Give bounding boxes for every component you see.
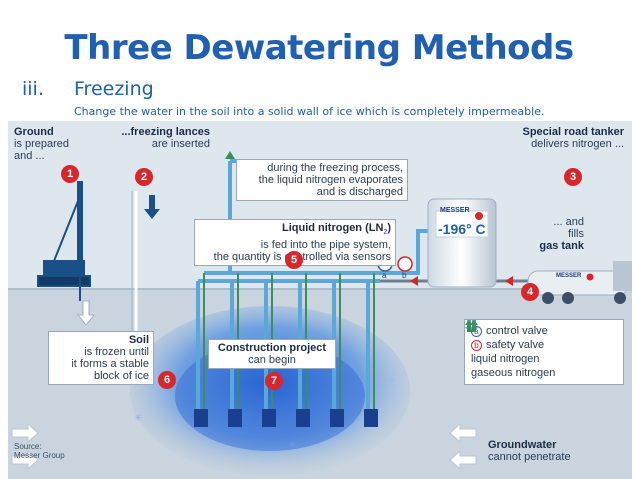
groundwater-arrows: [11, 422, 477, 471]
step4-badge: 4: [521, 283, 539, 301]
section-title: Freezing: [74, 78, 154, 100]
step3-tanker-label: Special road tanker delivers nitrogen ..…: [522, 126, 625, 150]
legend-item-control-valve: a control valve: [471, 324, 617, 338]
section-heading: iii. Freezing: [22, 78, 154, 100]
lance-tips: [194, 409, 378, 427]
road-tanker: [527, 261, 632, 304]
tank-brand: MESSER: [440, 207, 470, 214]
legend-item-safety-valve: b safety valve: [471, 338, 617, 352]
step4-gas-tank-label: ... and fills gas tank: [539, 216, 584, 252]
legend: a control valve b safety valve liquid ni…: [464, 319, 624, 385]
section-description: Change the water in the soil into a soli…: [74, 105, 545, 118]
drilling-rig: [37, 181, 91, 301]
safety-valve: [397, 256, 413, 272]
control-valve-icon: a: [471, 325, 482, 337]
arrow-left-icon: [410, 276, 418, 286]
safety-valve-icon: b: [471, 339, 482, 351]
gaseous-nitrogen-icon: [465, 320, 478, 332]
tank-temperature: -196° C: [438, 221, 486, 237]
step6-soil-label: Soil is frozen until it forms a stable b…: [48, 331, 154, 385]
snowflake-icon: ✳: [134, 413, 142, 424]
step1-badge: 1: [61, 165, 79, 183]
step1-ground-label: Ground is prepared and ...: [14, 126, 70, 162]
step3-badge: 3: [564, 168, 582, 186]
legend-item-gaseous-nitrogen: gaseous nitrogen: [465, 320, 617, 380]
step7-badge: 7: [265, 372, 283, 390]
legend-item-liquid-nitrogen: liquid nitrogen: [465, 320, 617, 366]
truck-brand: MESSER: [556, 273, 582, 279]
messer-logo-icon: [586, 273, 594, 281]
step7-construction-label: Construction project can begin: [208, 339, 336, 369]
valve-a-label: a: [382, 271, 387, 280]
source-credit: Source: Messer Group: [14, 442, 65, 460]
arrow-up-icon: [225, 151, 235, 159]
step2-lances-label: ...freezing lances are inserted: [121, 126, 210, 150]
soil-arrow: [76, 300, 96, 326]
evaporation-note: during the freezing process, the liquid …: [236, 159, 408, 201]
section-number: iii.: [22, 78, 44, 100]
step6-badge: 6: [158, 371, 176, 389]
snowflake-icon: ✳: [388, 375, 396, 386]
arrow-left-icon: [505, 276, 513, 286]
freezing-diagram: ✳ ✳ ✳: [8, 121, 632, 479]
snowflake-icon: ✳: [288, 440, 296, 451]
step2-badge: 2: [135, 168, 153, 186]
slide-title: Three Dewatering Methods: [64, 28, 574, 68]
messer-logo-icon: [475, 212, 483, 220]
arrow-down-icon: [144, 195, 160, 219]
groundwater-label: Groundwater cannot penetrate: [488, 439, 571, 463]
step5-badge: 5: [285, 251, 303, 269]
valve-b-label: b: [402, 271, 407, 280]
